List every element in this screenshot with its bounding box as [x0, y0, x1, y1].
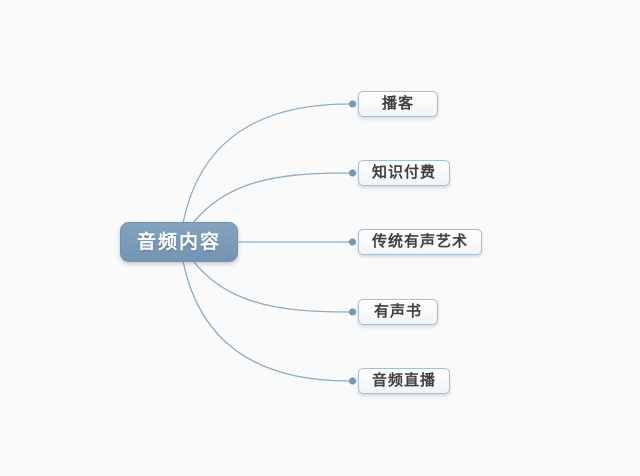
root-node-audio-content[interactable]: 音频内容	[120, 222, 238, 262]
connector-endpoint-dot	[348, 100, 357, 108]
branch-node-podcast[interactable]: 播客	[358, 91, 438, 117]
connector-endpoint-dot	[348, 169, 357, 177]
connector-branch-audiobook	[179, 241, 350, 313]
branch-node-audio-live[interactable]: 音频直播	[358, 368, 451, 394]
connector-branch-podcast	[179, 103, 350, 243]
branch-node-audiobook[interactable]: 有声书	[358, 299, 438, 325]
connector-endpoint-dot	[348, 238, 357, 246]
connector-endpoint-dot	[348, 308, 357, 316]
connector-branch-paid-knowledge	[179, 172, 350, 243]
branch-node-traditional-audio-art[interactable]: 传统有声艺术	[358, 229, 483, 255]
connector-endpoint-dot	[348, 377, 357, 385]
connector-branch-audio-live	[179, 241, 350, 382]
branch-node-paid-knowledge[interactable]: 知识付费	[358, 160, 451, 186]
